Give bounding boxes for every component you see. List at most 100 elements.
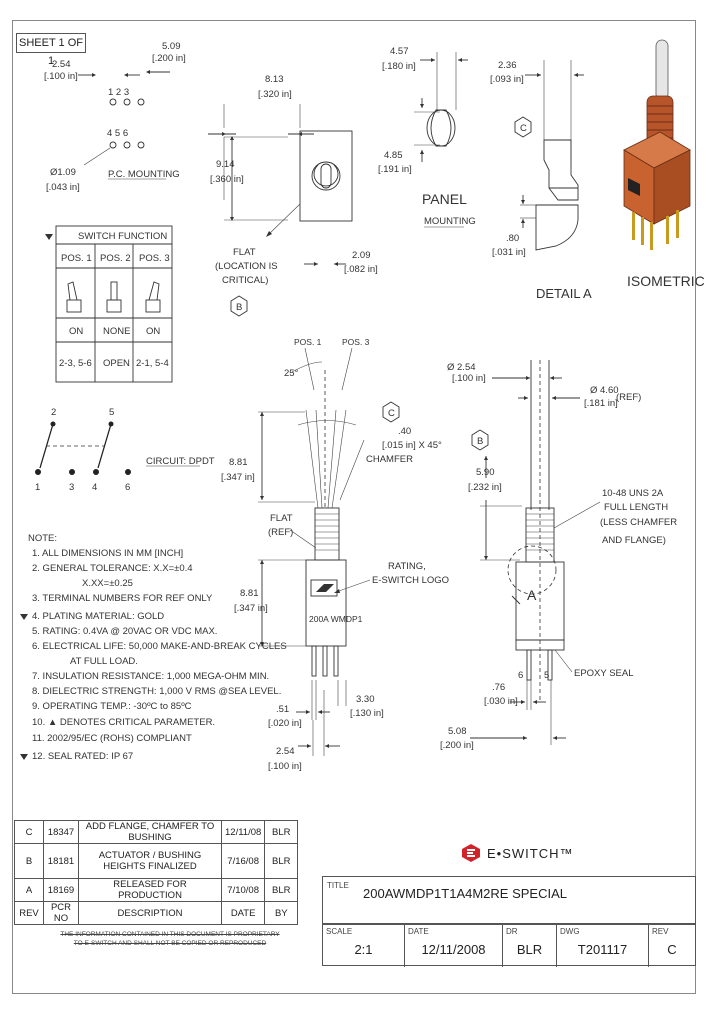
detail-dim-236: 2.36 xyxy=(498,60,517,71)
circuit-label: CIRCUIT: DPDT xyxy=(146,456,215,467)
pc-mounting-label: P.C. MOUNTING xyxy=(108,169,180,180)
side-dim-460: Ø 4.60 xyxy=(590,385,619,396)
sheet-number: SHEET 1 OF 1 xyxy=(16,33,86,67)
panel-dim-209-in: [.082 in] xyxy=(344,264,378,275)
by-header: BY xyxy=(264,901,299,925)
side-dim-590-in: [.232 in] xyxy=(468,482,502,493)
by-cell: BLR xyxy=(264,820,299,844)
panel-dim-914-in: [.360 in] xyxy=(210,174,244,185)
desc-cell: ACTUATOR / BUSHING HEIGHTS FINALIZED xyxy=(78,843,222,879)
front-dim-330-in: [.130 in] xyxy=(350,708,384,719)
front-dim-254: 2.54 xyxy=(276,746,295,757)
panel-dim-813: 8.13 xyxy=(265,74,284,85)
chamfer-3: CHAMFER xyxy=(366,454,413,465)
front-dim-881-top-in: [.347 in] xyxy=(221,472,255,483)
note-8: 8. DIELECTRIC STRENGTH: 1,000 V RMS @SEA… xyxy=(32,686,281,697)
title-label: TITLE xyxy=(327,881,349,890)
scale-label: SCALE xyxy=(326,927,353,936)
panel-cutout-view: 8.13 [.320 in] 9.14 [.360 in] FLAT (LOCA… xyxy=(208,74,378,317)
hole-diameter: Ø1.09 xyxy=(50,167,76,178)
rev-cell: A xyxy=(14,878,44,902)
table-row: A 18169 RELEASED FOR PRODUCTION 7/10/08 … xyxy=(14,878,299,902)
note-6: 6. ELECTRICAL LIFE: 50,000 MAKE-AND-BREA… xyxy=(32,641,287,652)
pm-dim-457: 4.57 xyxy=(390,46,409,57)
pm-dim-485: 4.85 xyxy=(384,150,403,161)
note-2b: X.XX=±0.25 xyxy=(82,578,133,589)
pcr-cell: 18181 xyxy=(43,843,79,879)
rev-cell: B xyxy=(14,843,44,879)
detail-a-callout: A xyxy=(527,587,537,603)
circuit-diagram: 2 5 1 3 4 6 CIRCUIT: DPDT xyxy=(35,407,215,493)
info-block: SCALE 2:1 DATE 12/11/2008 DR BLR DWG T20… xyxy=(322,924,696,967)
thread-4: AND FLANGE) xyxy=(602,535,666,546)
note-header: NOTE: xyxy=(28,533,57,544)
date-cell: 12/11/08 xyxy=(220,820,266,844)
switch-function-table: SWITCH FUNCTION POS. 1 POS. 2 POS. 3 ON … xyxy=(45,225,173,383)
toggle-pos2-icon xyxy=(106,281,122,313)
side-pin-6: 6 xyxy=(518,670,523,681)
panel-dim-813-in: [.320 in] xyxy=(258,89,292,100)
sheet-border xyxy=(12,20,696,994)
toggle-pos1-icon xyxy=(66,281,82,313)
header-pos1: POS. 1 xyxy=(61,253,92,264)
side-dim-508-in: [.200 in] xyxy=(440,740,474,751)
pins-bottom-label: 4 5 6 xyxy=(107,128,128,139)
flat-note-1: FLAT xyxy=(233,247,256,258)
front-critical-c: C xyxy=(388,408,395,419)
panel-dim-914: 9.14 xyxy=(216,159,235,170)
thread-2: FULL LENGTH xyxy=(604,502,668,513)
state-pos3: ON xyxy=(146,326,160,337)
flat-ref-1: FLAT xyxy=(270,513,293,524)
flat-ref-2: (REF) xyxy=(268,527,293,538)
epoxy-seal-label: EPOXY SEAL xyxy=(574,668,634,679)
pc-dim-509: 5.09 xyxy=(162,41,181,52)
pc-dim-254: 2.54 xyxy=(52,59,71,70)
side-dim-254: Ø 2.54 xyxy=(447,362,476,373)
detail-a-view: 2.36 [.093 in] C .80 [.031 in] DETAIL A xyxy=(490,60,592,301)
side-dim-254-in: [.100 in] xyxy=(452,373,486,384)
dr-cell: DR BLR xyxy=(503,925,557,967)
state-pos2: NONE xyxy=(103,326,130,337)
pm-dim-457-in: [.180 in] xyxy=(382,61,416,72)
desc-cell: RELEASED FOR PRODUCTION xyxy=(78,878,222,902)
rev-cell: REV C xyxy=(649,925,695,967)
revision-table: C 18347 ADD FLANGE, CHAMFER TO BUSHING 1… xyxy=(14,820,299,925)
panel-mounting-view: 4.57 [.180 in] 4.85 [.191 in] PANEL MOUN… xyxy=(378,46,476,228)
by-cell: BLR xyxy=(264,878,299,902)
side-ref: (REF) xyxy=(616,392,641,403)
panel-subtitle: MOUNTING xyxy=(424,216,476,227)
scale-value: 2:1 xyxy=(354,942,373,957)
pc-mounting-view: 5.09 [.200 in] 2.54 [.100 in] 1 2 3 4 5 … xyxy=(44,41,186,193)
side-dim-076-in: [.030 in] xyxy=(484,696,518,707)
detail-dim-080: .80 xyxy=(506,233,519,244)
panel-dim-209: 2.09 xyxy=(352,250,371,261)
header-pos2: POS. 2 xyxy=(100,253,131,264)
detail-dim-080-in: [.031 in] xyxy=(492,247,526,258)
note-5: 5. RATING: 0.4VA @ 20VAC OR VDC MAX. xyxy=(32,626,217,637)
desc-header: DESCRIPTION xyxy=(78,901,222,925)
note-9: 9. OPERATING TEMP.: -30ºC to 85ºC xyxy=(32,701,192,712)
pcr-cell: 18347 xyxy=(43,820,79,844)
conn-pos1: 2-3, 5-6 xyxy=(59,358,92,369)
pcr-header: PCR NO xyxy=(43,901,79,925)
dr-value: BLR xyxy=(516,942,543,957)
terminal-6: 6 xyxy=(125,482,130,493)
note-7: 7. INSULATION RESISTANCE: 1,000 MEGA-OHM… xyxy=(32,671,269,682)
front-dim-254-in: [.100 in] xyxy=(268,761,302,772)
toggle-pos3-icon xyxy=(145,281,161,313)
terminal-2: 2 xyxy=(51,407,56,418)
note-6b: AT FULL LOAD. xyxy=(70,656,138,667)
dwg-cell: DWG T201117 xyxy=(557,925,649,967)
conn-pos2: OPEN xyxy=(103,358,130,369)
rev-cell: C xyxy=(14,820,44,844)
critical-b-marker: B xyxy=(236,302,242,313)
front-dim-881-bot: 8.81 xyxy=(240,588,259,599)
scale-cell: SCALE 2:1 xyxy=(323,925,405,967)
state-pos1: ON xyxy=(69,326,83,337)
date-cell: DATE 12/11/2008 xyxy=(405,925,503,967)
header-pos3: POS. 3 xyxy=(139,253,170,264)
eswitch-logo-icon xyxy=(462,844,480,862)
pcr-cell: 18169 xyxy=(43,878,79,902)
rev-value: C xyxy=(667,942,677,957)
pc-dim-254-in: [.100 in] xyxy=(44,71,78,82)
